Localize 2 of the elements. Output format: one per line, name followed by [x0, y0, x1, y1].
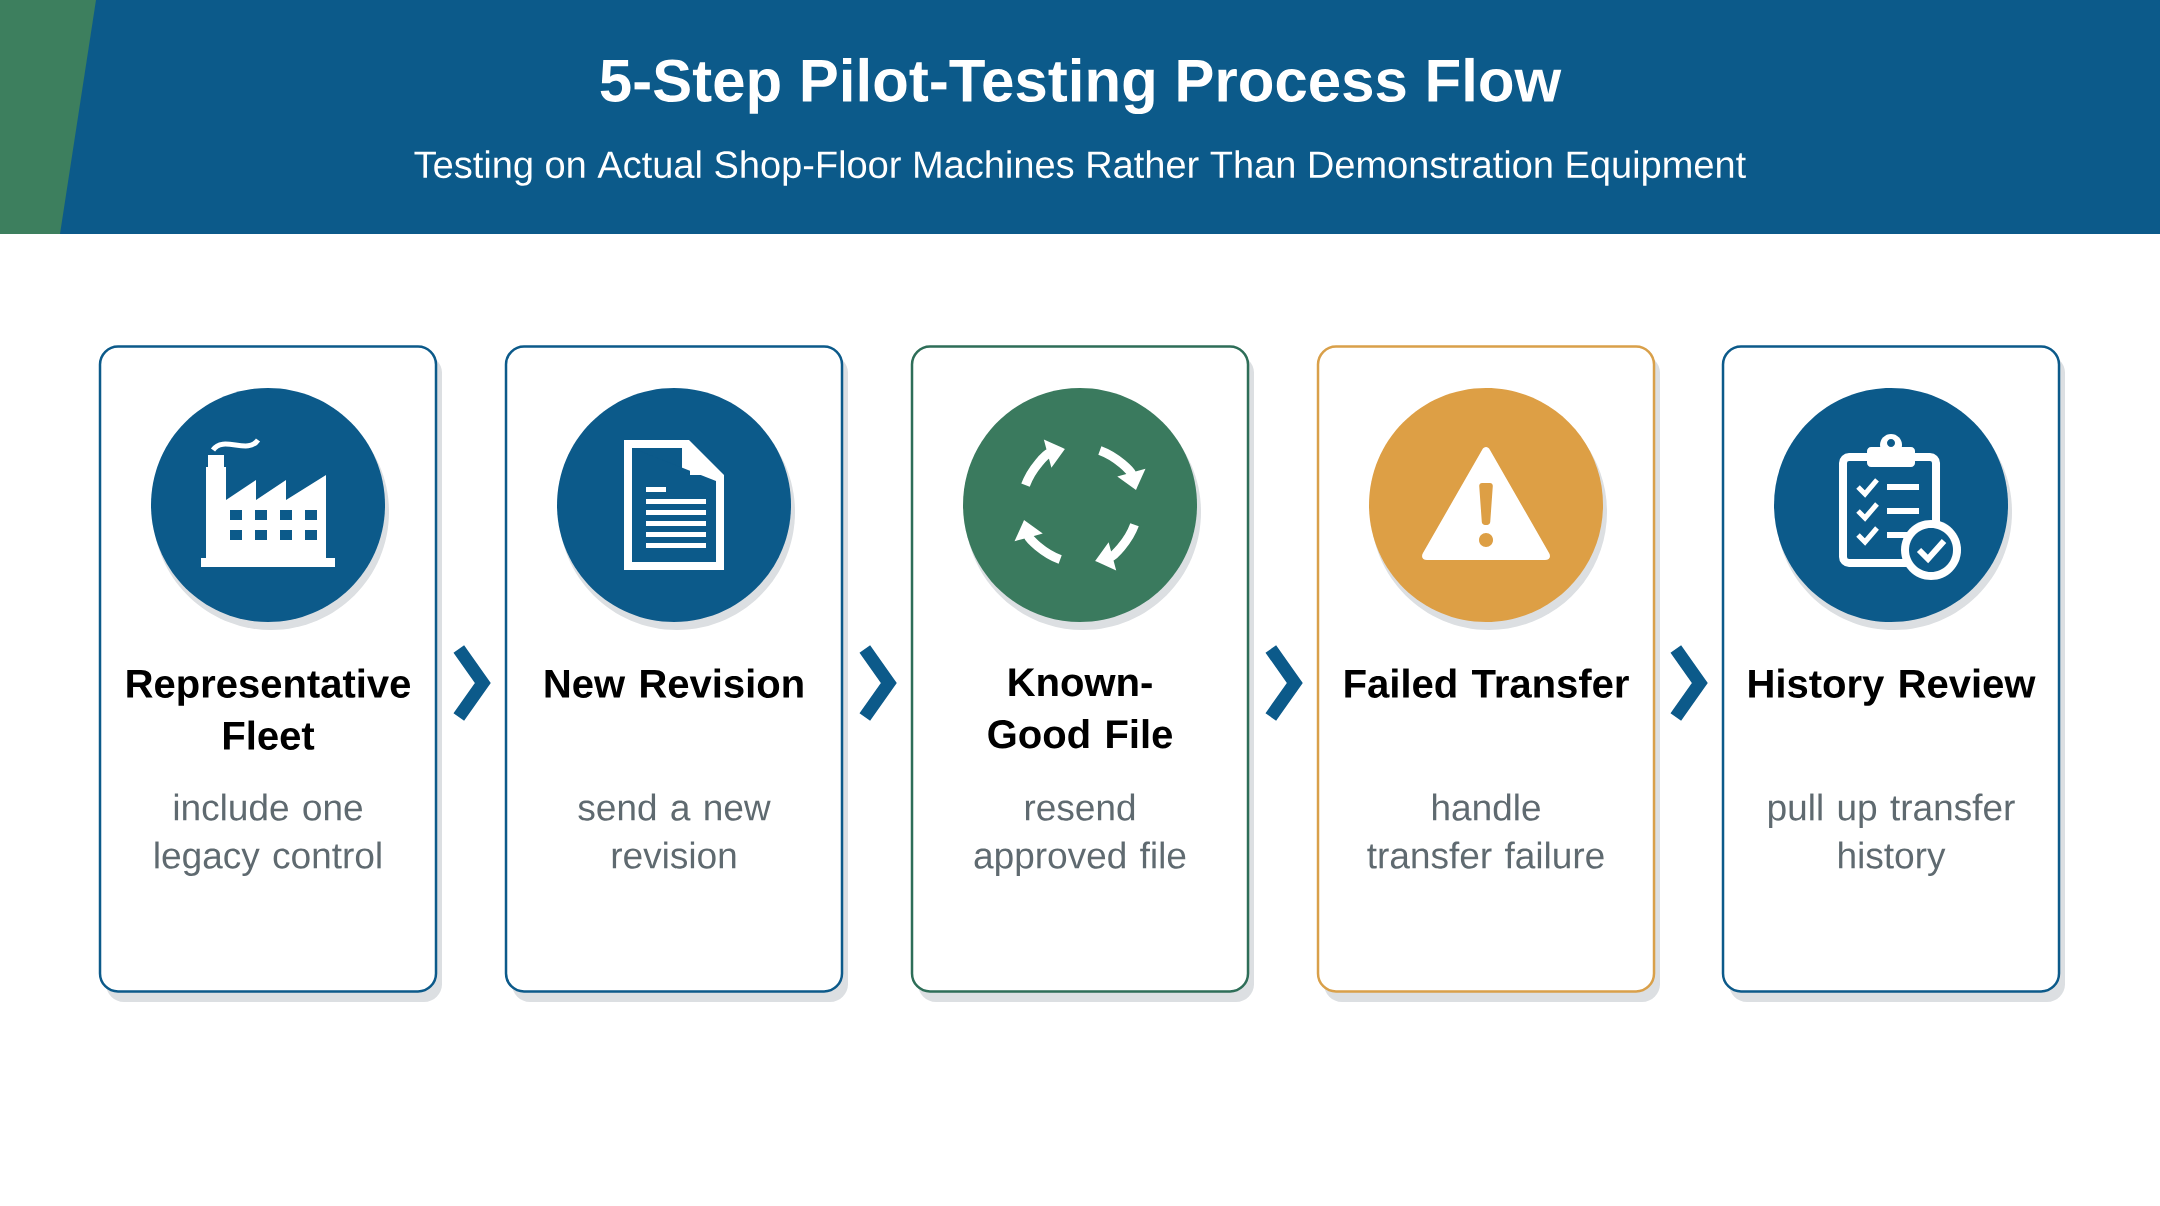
- subtitle: Testing on Actual Shop-Floor Machines Rather Than Demonstration Equipment: [414, 150, 1746, 186]
- title: 5-Step Pilot-Testing Process Flow: [600, 57, 1562, 115]
